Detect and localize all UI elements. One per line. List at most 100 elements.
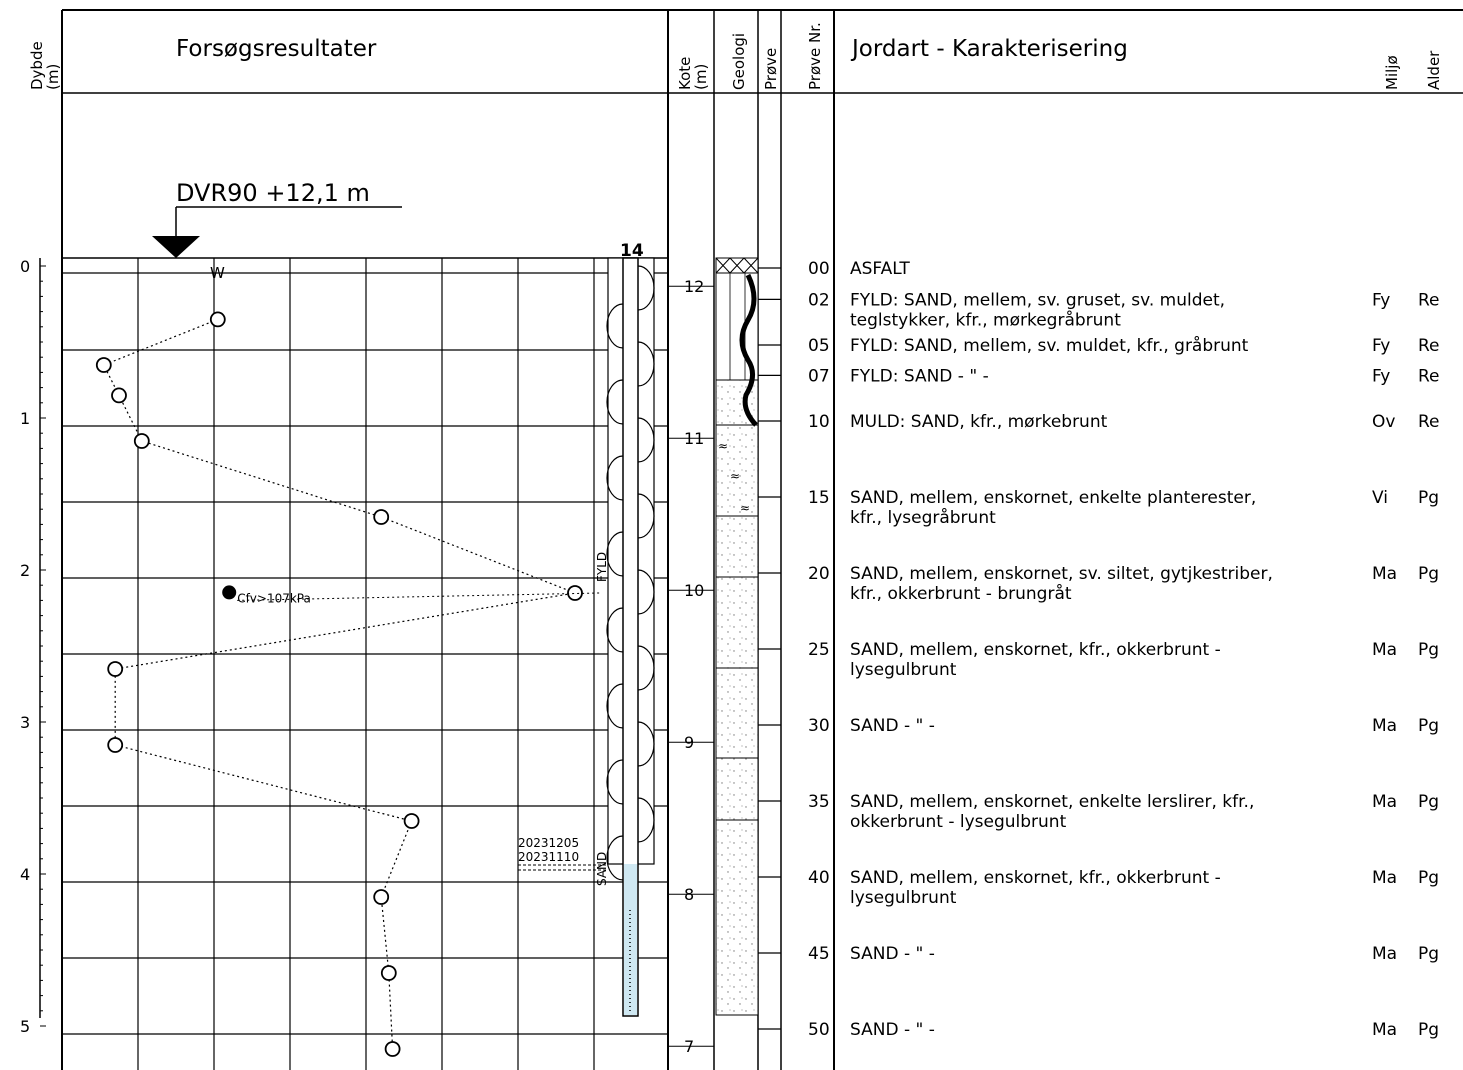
- kote-tick-label: 7: [684, 1037, 694, 1056]
- sample-miljo: Ma: [1372, 792, 1397, 812]
- sample-row: 15 SAND, mellem, enskornet, enkelte plant…: [808, 488, 1439, 528]
- geologi-header: Geologi: [730, 33, 748, 90]
- sample-nr: 20: [808, 564, 830, 584]
- vane-test-label: Cfv>107kPa: [237, 591, 311, 605]
- sample-description: SAND, mellem, enskornet, sv. siltet, gyt…: [850, 564, 1273, 584]
- sample-miljo: Ma: [1372, 640, 1397, 660]
- prove-nr-header: Prøve Nr.: [806, 22, 824, 90]
- sample-alder: Re: [1418, 336, 1440, 356]
- kote-header: Kote: [676, 57, 694, 90]
- data-point-open: [403, 813, 420, 829]
- sample-miljo: Fy: [1372, 290, 1390, 310]
- sample-description: SAND - " -: [850, 1020, 935, 1040]
- pipe-arc: [637, 721, 655, 767]
- sample-description: FYLD: SAND, mellem, sv. gruset, sv. muld…: [850, 290, 1225, 310]
- depth-tick-label: 4: [20, 865, 30, 884]
- sample-alder: Re: [1418, 290, 1440, 310]
- sample-alder: Pg: [1418, 488, 1439, 508]
- depth-tick-label: 0: [20, 257, 30, 276]
- pipe-arc: [606, 835, 624, 881]
- sample-description: SAND, mellem, enskornet, enkelte planter…: [850, 488, 1256, 508]
- data-point-open: [384, 1041, 401, 1057]
- sample-row: 02 FYLD: SAND, mellem, sv. gruset, sv. mu…: [808, 290, 1440, 330]
- ground-level-marker-icon: [152, 236, 200, 258]
- sample-description: okkerbrunt - lysegulbrunt: [850, 812, 1067, 832]
- sample-row: 07 FYLD: SAND - " - Fy Re: [808, 366, 1440, 386]
- sample-miljo: Fy: [1372, 366, 1390, 386]
- sample-description: SAND, mellem, enskornet, kfr., okkerbrun…: [850, 640, 1221, 660]
- pipe-arc: [606, 759, 624, 805]
- sample-description: kfr., okkerbrunt - brungråt: [850, 583, 1072, 604]
- sample-alder: Re: [1418, 366, 1440, 386]
- svg-text:≈: ≈: [718, 439, 728, 453]
- sample-miljo: Ma: [1372, 564, 1397, 584]
- sample-row: 20 SAND, mellem, enskornet, sv. siltet, g…: [808, 564, 1439, 604]
- data-point-filled: [222, 585, 237, 600]
- data-point-open: [209, 311, 226, 328]
- kote-tick-label: 11: [684, 429, 704, 448]
- geology-column: ≈ ≈ ≈: [715, 257, 759, 1016]
- sample-nr: 07: [808, 366, 830, 386]
- sample-description: SAND - " -: [850, 944, 935, 964]
- depth-tick-label: 2: [20, 561, 30, 580]
- filter-label-fyld: FYLD: [595, 552, 609, 582]
- kote-tick-label: 8: [684, 885, 694, 904]
- sample-description: FYLD: SAND - " -: [850, 366, 989, 386]
- pipe-arc: [637, 417, 655, 463]
- sample-alder: Pg: [1418, 1020, 1439, 1040]
- sample-miljo: Ma: [1372, 1020, 1397, 1040]
- sample-miljo: Vi: [1372, 488, 1388, 508]
- pipe-arc: [637, 797, 655, 843]
- sample-miljo: Fy: [1372, 336, 1390, 356]
- sample-description: SAND, mellem, enskornet, enkelte lerslir…: [850, 792, 1254, 812]
- sample-nr: 02: [808, 290, 830, 310]
- sample-alder: Pg: [1418, 640, 1439, 660]
- sample-alder: Pg: [1418, 564, 1439, 584]
- sample-description: ASFALT: [850, 259, 910, 279]
- water-date-1: 20231205: [518, 836, 579, 850]
- pipe-arc: [637, 645, 655, 691]
- data-point-open: [567, 585, 583, 601]
- vane-test-leader: [237, 592, 601, 601]
- kote-tick-label: 9: [684, 733, 694, 752]
- data-point-open: [107, 737, 124, 753]
- miljo-header: Miljø: [1383, 55, 1401, 90]
- sample-alder: Pg: [1418, 716, 1439, 736]
- sample-alder: Re: [1418, 412, 1440, 432]
- sample-description: MULD: SAND, kfr., mørkebrunt: [850, 412, 1108, 432]
- data-point-open: [380, 965, 397, 981]
- depth-tick-label: 5: [20, 1017, 30, 1036]
- chart-grid: [62, 257, 668, 1070]
- sample-alder: Pg: [1418, 792, 1439, 812]
- reference-label: DVR90 +12,1 m: [176, 179, 370, 207]
- kote-tick-label: 12: [684, 277, 704, 296]
- sample-nr: 40: [808, 868, 830, 888]
- sample-row: 00 ASFALT: [808, 259, 910, 279]
- svg-text:≈: ≈: [740, 501, 750, 515]
- alder-header: Alder: [1425, 50, 1443, 90]
- sample-nr: 15: [808, 488, 830, 508]
- sample-description: FYLD: SAND, mellem, sv. muldet, kfr., gr…: [850, 335, 1249, 356]
- pipe-arc: [637, 265, 655, 311]
- depth-tick-label: 1: [20, 409, 30, 428]
- standpipe: [606, 257, 655, 1017]
- sample-nr: 45: [808, 944, 830, 964]
- svg-text:≈: ≈: [730, 469, 740, 483]
- filter-label-sand: SAND: [595, 852, 609, 886]
- sample-nr: 05: [808, 336, 830, 356]
- sample-description: teglstykker, kfr., mørkegråbrunt: [850, 309, 1121, 330]
- filter-section: [624, 864, 637, 1015]
- forsogsresultater-header: Forsøgsresultater: [176, 36, 377, 62]
- sample-ticks: [758, 267, 781, 1030]
- sample-miljo: Ma: [1372, 944, 1397, 964]
- measurement-points: [95, 311, 583, 1057]
- sample-nr: 00: [808, 259, 830, 279]
- sample-miljo: Ov: [1372, 412, 1395, 432]
